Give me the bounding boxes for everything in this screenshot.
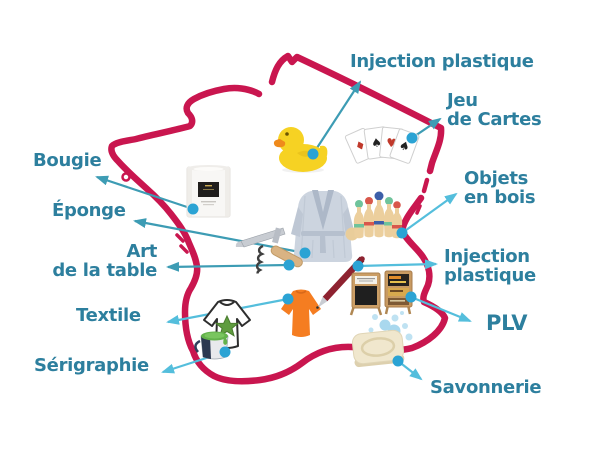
wooden-skittles-icon [345,191,403,241]
skittle-pin [383,197,395,238]
soap-bar-icon [351,311,413,368]
callout-line-injection-plastique-nord [312,80,362,155]
skittle-pin [353,200,365,239]
corkscrew-icon [235,227,303,274]
callout-dot-eponge [299,247,311,259]
skittle-pin [363,197,375,238]
callout-dot-objets-en-bois [396,227,408,239]
callout-line-injection-plastique-est [357,259,438,270]
label-plv: PLV [486,311,528,335]
callout-dot-plv [405,291,417,303]
label-eponge: Éponge [52,200,126,221]
card-suit-1: ♦ [353,137,369,154]
rubber-duck-icon [273,127,328,173]
callout-dot-jeu-de-cartes [406,132,418,144]
candle-jar-icon [186,165,231,218]
callout-dot-textile [282,293,294,305]
callout-line-art-de-la-table [166,261,290,272]
callout-dot-savonnerie [392,355,404,367]
callout-dot-bougie [187,203,199,215]
label-injection-plastique-est: Injection plastique [444,246,536,287]
callout-dot-serigraphie [219,346,231,358]
label-bougie: Bougie [33,150,102,171]
callout-dots [187,132,418,367]
label-jeu-de-cartes: Jeu de Cartes [447,90,542,131]
label-art-de-la-table: Art de la table [52,241,157,282]
callout-line-bougie [95,175,194,211]
callout-line-plv [410,295,472,323]
label-textile: Textile [76,305,141,326]
atlantic-islands [175,233,189,254]
callout-line-objets-en-bois [401,192,458,234]
bathrobe-icon [291,190,355,262]
skittle-pin [373,191,385,238]
callout-dot-injection-plastique-est [352,260,364,272]
callout-dot-injection-plastique-nord [307,148,319,160]
label-objets-en-bois: Objets en bois [464,168,536,209]
island-loop [121,172,131,182]
callout-dot-art-de-la-table [283,259,295,271]
playing-cards-icon: ♦ ♠ ♥ ♠ [344,126,420,164]
card-suit-2: ♠ [370,135,383,150]
label-injection-plastique-nord: Injection plastique [350,51,534,72]
poster-stand-icon [384,270,413,315]
label-savonnerie: Savonnerie [430,377,542,398]
label-serigraphie: Sérigraphie [34,355,149,376]
chalkboard-icon [349,272,383,316]
